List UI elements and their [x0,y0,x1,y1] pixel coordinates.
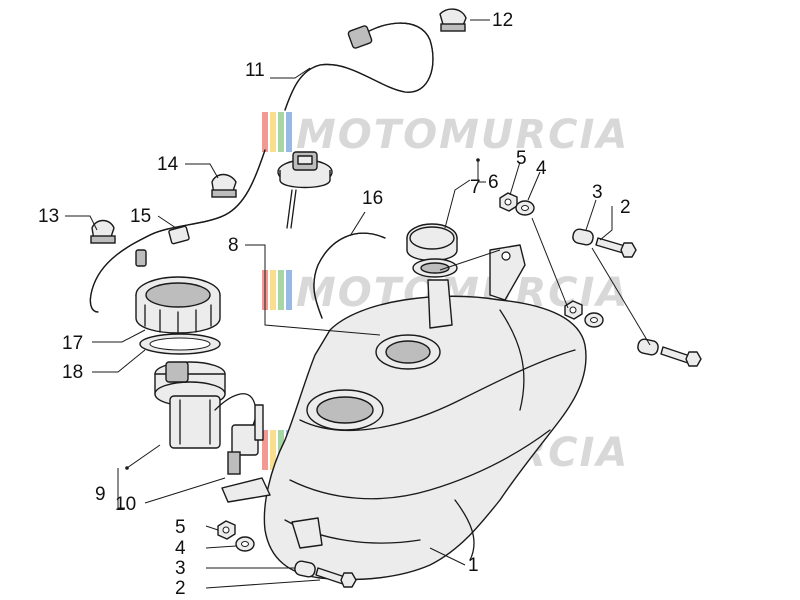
fuel-level-sender [277,151,333,229]
hose-clamp-14 [211,173,237,198]
callout-18: 18 [62,362,83,383]
hose-fitting-15 [135,225,190,267]
nut-5-lower [217,520,236,540]
bolt-2-upper [595,237,637,258]
bolt-lower-right [660,346,702,367]
callout-10: 10 [115,494,136,515]
hose-clamp-12 [439,8,467,32]
callout-16: 16 [362,188,383,209]
hose-clamp-13 [90,219,116,244]
spacer-lower-right [637,338,659,356]
nut-5-upper [499,192,518,212]
callout-14: 14 [157,154,179,175]
callout-labels: 1 2 2 3 3 4 4 5 5 6 7 8 9 10 11 12 13 14… [38,10,631,599]
callout-15: 15 [130,206,151,227]
callout-5-upper: 5 [516,148,527,169]
callout-7: 7 [470,177,481,198]
fuel-pump-unit [154,361,264,475]
pump-gasket [139,333,221,355]
callout-2-upper: 2 [620,197,631,218]
callout-4-upper: 4 [536,158,547,179]
watermark-top: MOTOMURCIA [262,112,629,158]
pump-lock-ring [135,276,221,335]
fuel-filler-cap [406,223,458,329]
callout-12: 12 [492,10,513,31]
callout-6: 6 [488,172,499,193]
callout-9: 9 [95,484,106,505]
nut-mid [564,300,583,320]
callout-17: 17 [62,333,83,354]
washer-mid [584,312,604,328]
callout-11: 11 [245,60,265,81]
callout-4-lower: 4 [175,538,186,559]
callout-5-lower: 5 [175,517,186,538]
callout-13: 13 [38,206,59,227]
fuel-tank [221,244,587,581]
leader-lines [65,19,651,589]
watermark-text-top: MOTOMURCIA [296,112,629,158]
bolt-2-lower [315,567,357,588]
spacer-3-lower [294,560,316,578]
breather-hose-assembly [89,22,434,319]
spacer-3-upper [572,228,594,246]
callout-2-lower: 2 [175,578,186,599]
callout-1: 1 [468,555,479,576]
callout-3-lower: 3 [175,558,186,579]
washer-4-lower [235,536,255,552]
washer-4-upper [515,200,535,216]
callout-8: 8 [228,235,239,256]
callout-3-upper: 3 [592,182,603,203]
